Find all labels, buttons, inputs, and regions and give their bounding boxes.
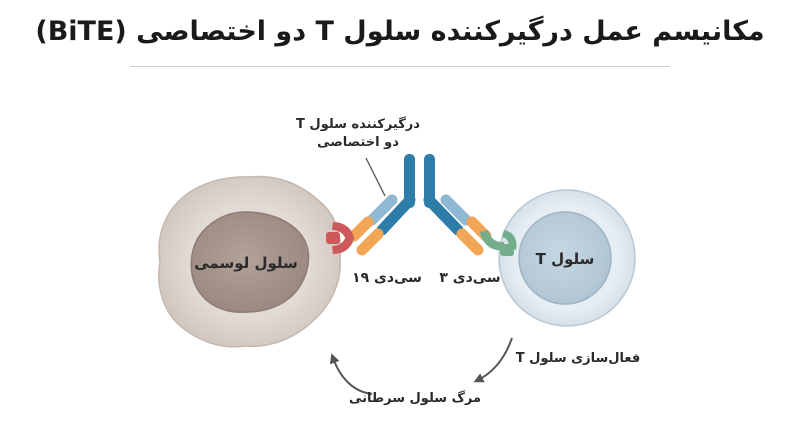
leukemia-cell: سلول لوسمی [158,175,342,348]
bite-label-line2: دو اختصاصی [317,135,399,150]
death-label: مرگ سلول سرطانی [349,389,481,406]
bite-arm-right [423,194,492,256]
bite-antibody [348,154,492,256]
leukemia-cell-nucleus [190,211,310,314]
t-cell: سلول T [498,189,636,327]
activation-label: فعال‌سازی سلول T [516,351,641,366]
activation-arrow [473,337,513,383]
leukemia-cell-label: سلول لوسمی [194,254,298,272]
t-cell-label: سلول T [536,250,595,268]
cd19-label: سی‌دی ۱۹ [352,270,422,286]
page-title: مکانیسم عمل درگیرکننده سلول T دو اختصاصی… [35,16,765,47]
bite-stem-right [424,154,435,208]
death-arrow [330,353,373,395]
cd3-label: سی‌دی ۳ [439,270,500,286]
bite-stem-left [404,154,415,208]
cd19-receptor [326,222,354,254]
t-cell-nucleus [518,211,612,305]
bite-label-pointer [365,157,386,197]
bite-arm-left [348,194,416,256]
title-divider [130,66,670,67]
cd3-receptor [480,230,517,256]
bite-label-line1: درگیرکننده سلول T [296,116,420,132]
